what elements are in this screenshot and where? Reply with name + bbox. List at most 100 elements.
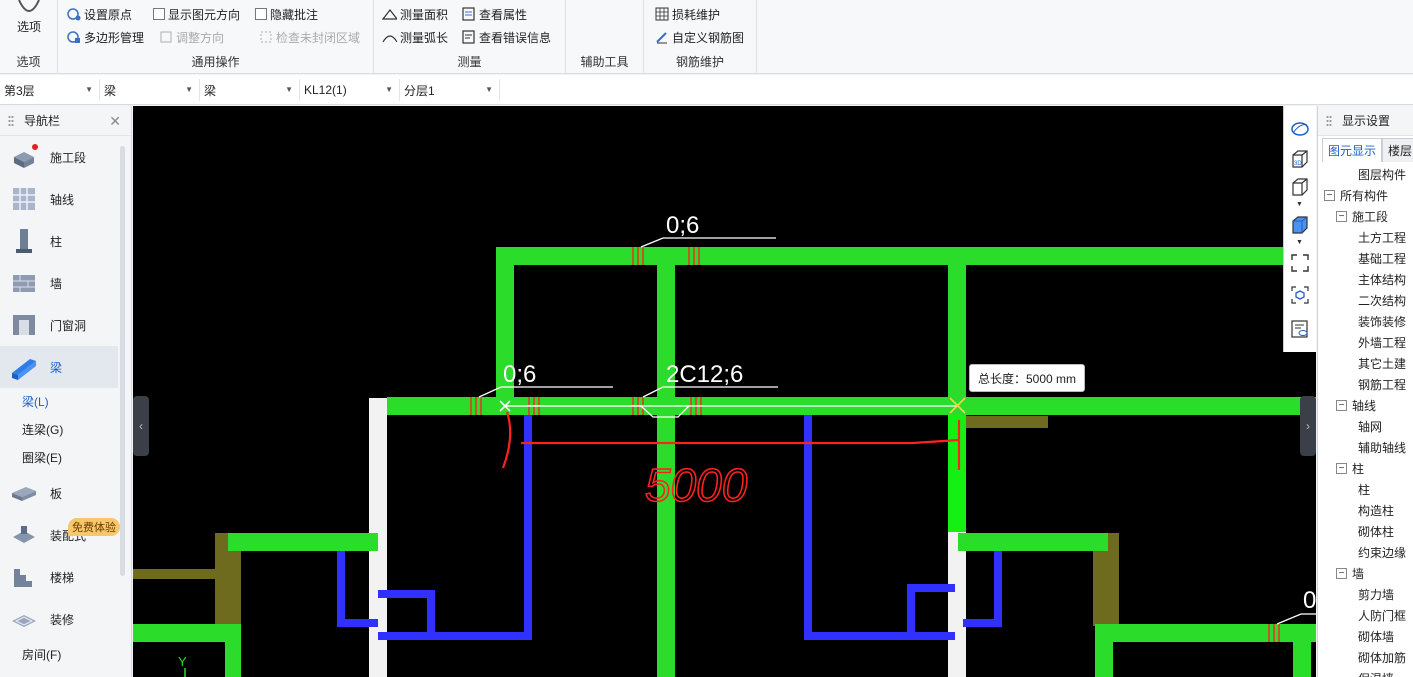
measure-area-button[interactable]: 测量面积 [382,4,448,24]
component-select[interactable]: KL12(1)▼ [300,79,400,101]
tree-row[interactable]: 剪力墙 [1318,584,1413,605]
nav-item-stairs[interactable]: 楼梯 [0,556,118,598]
collapse-toggle-icon[interactable]: − [1336,211,1347,222]
tree-row[interactable]: 砌体柱 [1318,521,1413,542]
set-origin-button[interactable]: 设置原点 [66,4,132,24]
layer-select[interactable]: 分层1▼ [400,79,500,101]
fit-view-button[interactable] [1289,252,1311,274]
ribbon-group-general: 设置原点 显示图元方向 隐藏批注 多边形管理 调整方向 检查未封闭区域 [58,0,374,74]
component-view-button[interactable] [1289,284,1311,306]
tree-row-label: 钢筋工程 [1358,378,1407,392]
type-select[interactable]: 梁▼ [200,79,300,101]
tree-row[interactable]: 约束边缘 [1318,542,1413,563]
display-settings-title: 显示设置 [1342,114,1391,128]
chevron-down-icon[interactable]: ▼ [1296,239,1303,246]
tree-row[interactable]: 辅助轴线 [1318,437,1413,458]
tree-row[interactable]: 图层构件 [1318,164,1413,185]
view-attributes-button[interactable]: 查看属性 [461,4,527,24]
tree-row[interactable]: 钢筋工程 [1318,374,1413,395]
prefab-icon [10,521,38,549]
tree-row[interactable]: 柱 [1318,479,1413,500]
tree-row[interactable]: −墙 [1318,563,1413,584]
tree-row[interactable]: 基础工程 [1318,248,1413,269]
nav-subitem-ring-beam[interactable]: 圈梁(E) [22,450,62,465]
collapse-toggle-icon[interactable]: − [1324,190,1335,201]
tree-row-label: 剪力墙 [1358,588,1395,602]
ribbon-group-label: 测量 [457,55,482,69]
tree-row[interactable]: −轴线 [1318,395,1413,416]
floor-select[interactable]: 第3层▼ [0,79,100,101]
tree-row[interactable]: 外墙工程 [1318,332,1413,353]
tab-floor-display[interactable]: 楼层 [1382,138,1413,162]
nav-item-beam[interactable]: 梁 [0,346,118,388]
tree-row-label: 轴网 [1358,420,1383,434]
nav-item-column[interactable]: 柱 [0,220,118,262]
view-errors-button[interactable]: 查看错误信息 [461,27,551,47]
drag-grip-icon[interactable] [1326,114,1332,127]
collapse-right-handle[interactable]: › [1300,396,1316,456]
view-errors-label: 查看错误信息 [479,30,552,45]
collapse-toggle-icon[interactable]: − [1336,463,1347,474]
nav-item-label: 轴线 [50,192,75,207]
tree-row[interactable]: 构造柱 [1318,500,1413,521]
tree-row-label: 砌体加筋 [1358,651,1407,665]
category-select[interactable]: 梁▼ [100,79,200,101]
show-direction-checkbox[interactable]: 显示图元方向 [153,4,240,24]
tab-element-display[interactable]: 图元显示 [1322,138,1383,162]
nav-subitem-beam-l[interactable]: 梁(L) [22,394,49,409]
nav-item-door-window[interactable]: 门窗洞 [0,304,118,346]
nav-subitem-coupling-beam[interactable]: 连梁(G) [22,422,64,437]
tree-row[interactable]: 装饰装修 [1318,311,1413,332]
tree-row-label: 轴线 [1352,399,1377,413]
nav-item-decoration[interactable]: 装修 [0,598,118,640]
tree-row[interactable]: −所有构件 [1318,185,1413,206]
tree-row[interactable]: 轴网 [1318,416,1413,437]
display-settings-header: 显示设置 [1318,106,1413,136]
nav-scrollbar[interactable] [120,146,125,576]
loss-maintain-button[interactable]: 损耗维护 [654,4,720,24]
measure-arc-icon [382,30,397,45]
tree-row[interactable]: 主体结构 [1318,269,1413,290]
nav-item-construction-segment[interactable]: 施工段 [0,136,118,178]
close-icon[interactable]: ✕ [109,113,121,129]
gear-icon [18,0,40,12]
check-unclosed-button[interactable]: 检查未封闭区域 [258,27,360,47]
collapse-toggle-icon[interactable]: − [1336,400,1347,411]
tree-row[interactable]: −施工段 [1318,206,1413,227]
3d-view-button[interactable]: 3D [1289,148,1311,170]
free-trial-badge[interactable]: 免费体验 [68,518,120,536]
tree-row[interactable]: 砌体墙 [1318,626,1413,647]
drawing-canvas[interactable]: 0;6 0;6 2C12;6 0 5000 Y ‹ › 总长度：5000 mm [133,106,1316,677]
tree-row[interactable]: 土方工程 [1318,227,1413,248]
adjust-direction-label: 调整方向 [176,30,225,45]
orbit-view-button[interactable] [1289,118,1311,140]
measure-arc-label: 测量弧长 [400,30,449,45]
component-select-value: KL12(1) [304,83,347,97]
hide-annotation-checkbox[interactable]: 隐藏批注 [255,4,318,24]
adjust-direction-button[interactable]: 调整方向 [158,27,224,47]
view-cube-button[interactable] [1289,176,1311,198]
nav-item-slab[interactable]: 板 [0,472,118,514]
solid-view-button[interactable] [1289,214,1311,236]
nav-item-axis[interactable]: 轴线 [0,178,118,220]
tree-row[interactable]: 其它土建 [1318,353,1413,374]
nav-item-label: 门窗洞 [50,318,87,333]
ribbon-group-options: 选项 选项 [0,0,58,74]
measure-arc-button[interactable]: 测量弧长 [382,27,448,47]
tree-row[interactable]: 保温墙 [1318,668,1413,677]
polygon-manage-button[interactable]: 多边形管理 [66,27,144,47]
custom-rebar-button[interactable]: 自定义钢筋图 [654,27,744,47]
cube-outline-icon [1292,178,1308,196]
collapse-left-handle[interactable]: ‹ [133,396,149,456]
tree-row[interactable]: 砌体加筋 [1318,647,1413,668]
tree-row[interactable]: −柱 [1318,458,1413,479]
collapse-toggle-icon[interactable]: − [1336,568,1347,579]
nav-subitem-room[interactable]: 房间(F) [22,647,62,662]
nav-item-wall[interactable]: 墙 [0,262,118,304]
drag-grip-icon[interactable] [8,114,14,127]
chevron-down-icon[interactable]: ▼ [1296,201,1303,208]
display-list-button[interactable] [1289,318,1311,340]
options-button[interactable]: 选项 [10,0,48,40]
tree-row[interactable]: 二次结构 [1318,290,1413,311]
tree-row[interactable]: 人防门框 [1318,605,1413,626]
